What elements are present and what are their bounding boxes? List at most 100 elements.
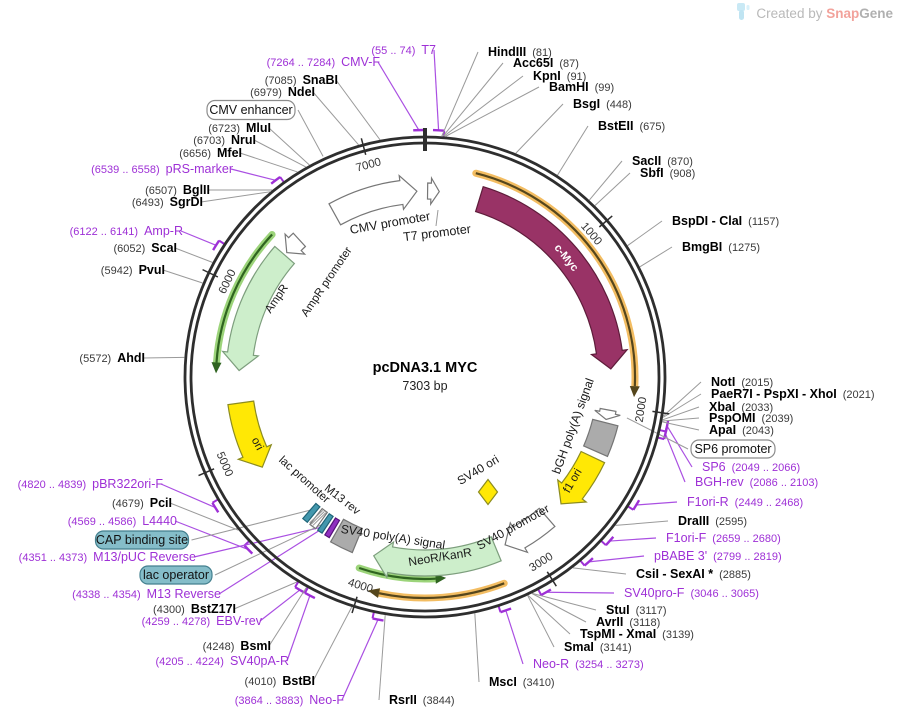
primer-mark-prs-marker bbox=[270, 176, 285, 185]
leader-line-sv40pa-r bbox=[286, 595, 311, 662]
leader-line-hindiii bbox=[441, 51, 479, 137]
orf-ampr-rev bbox=[211, 231, 276, 374]
site-label-bamhi: BamHI(99) bbox=[549, 80, 614, 94]
leader-line-snabi bbox=[335, 79, 381, 141]
site-label-snabi: (7085)SnaBI bbox=[265, 73, 338, 87]
leader-line-sgrdi bbox=[200, 191, 271, 203]
tick-label-3000: 3000 bbox=[527, 551, 555, 575]
leader-line-rsrii bbox=[378, 615, 386, 701]
feature-t7-promoter bbox=[426, 175, 440, 207]
tick-2000 bbox=[652, 410, 670, 415]
site-label-bstz17i: (4300)BstZ17I bbox=[153, 602, 236, 616]
tick-6000 bbox=[202, 268, 219, 278]
site-label-bmgbi: BmgBI(1275) bbox=[682, 240, 760, 254]
site-label-sacii: SacII(870) bbox=[632, 154, 693, 168]
orf-cmyc-fwd bbox=[472, 169, 640, 398]
leader-line-cap-binding-site bbox=[191, 508, 315, 541]
site-label-ndei: (6979)NdeI bbox=[250, 85, 315, 99]
feature-lac-promoter-site bbox=[309, 507, 329, 530]
leader-line-sp6-primer bbox=[666, 425, 693, 468]
leader-lines bbox=[142, 49, 702, 701]
tick-5000 bbox=[198, 468, 215, 477]
leader-line-noti bbox=[662, 381, 702, 417]
site-label-avrii: AvrII(3118) bbox=[596, 615, 660, 629]
hatch-line bbox=[312, 512, 327, 526]
leader-line-csii-sexai bbox=[572, 567, 627, 575]
site-label-msci: MscI(3410) bbox=[489, 675, 555, 689]
primer-mark-pbr322ori-f bbox=[211, 498, 220, 513]
plasmid-name: pcDNA3.1 MYC bbox=[373, 360, 478, 376]
site-label-pspomi: PspOMI(2039) bbox=[709, 411, 793, 425]
site-label-sbfi: SbfI(908) bbox=[640, 166, 695, 180]
feature-lac-operator-site bbox=[316, 512, 334, 534]
leader-line-cmv-f bbox=[377, 61, 420, 131]
tick-3000 bbox=[546, 571, 557, 587]
boxed-label-text-sp6-promoter-box: SP6 promoter bbox=[694, 442, 771, 456]
boxed-label-text-cmv-enhancer: CMV enhancer bbox=[209, 103, 292, 117]
leader-line-amp-r bbox=[180, 230, 217, 246]
leader-line-lac-operator bbox=[214, 520, 331, 576]
site-label-smai: SmaI(3141) bbox=[564, 640, 632, 654]
site-label-paer7i-pspxi-xhoi: PaeR7I - PspXI - XhoI(2021) bbox=[711, 387, 875, 401]
site-label-mlui: (6723)MluI bbox=[208, 121, 271, 135]
site-label-amp-r: (6122 .. 6141)Amp-R bbox=[70, 224, 183, 238]
leader-line-m13-puc-reverse bbox=[193, 527, 320, 558]
leader-line-bsteii bbox=[557, 125, 589, 176]
site-label-scai: (6052)ScaI bbox=[113, 241, 177, 255]
primer-mark-cmv-f bbox=[413, 128, 426, 137]
feature-sv40-promoter bbox=[504, 507, 556, 554]
primer-mark-sv40pa-r bbox=[304, 587, 316, 600]
ampr-promoter-label: AmpR promoter bbox=[299, 245, 354, 319]
site-label-apai: ApaI(2043) bbox=[709, 423, 774, 437]
watermark-brand-snap: Snap bbox=[826, 5, 860, 21]
tick-1000 bbox=[598, 215, 613, 228]
site-label-pcii: (4679)PciI bbox=[112, 496, 172, 510]
site-label-neo-f: (3864 .. 3883)Neo-F bbox=[235, 693, 345, 707]
site-label-draiii: DraIII(2595) bbox=[678, 514, 747, 528]
site-label-l4440: (4569 .. 4586)L4440 bbox=[68, 514, 177, 528]
primer-mark-neo-f bbox=[371, 612, 384, 622]
site-label-m13-reverse: (4338 .. 4354)M13 Reverse bbox=[72, 587, 221, 601]
lac-promoter-label: lac promoter bbox=[276, 454, 332, 506]
site-label-m13-puc-reverse: (4351 .. 4373)M13/pUC Reverse bbox=[19, 550, 196, 564]
boxed-label-cap-binding-site: CAP binding site bbox=[94, 530, 190, 550]
leader-line-kpni bbox=[443, 75, 524, 137]
feature-sv40-polya-signal bbox=[329, 518, 363, 554]
site-label-t7-primer: (55 .. 74)T7 bbox=[371, 43, 436, 57]
orf-arrows bbox=[211, 169, 640, 602]
leader-line-bspdi-clai bbox=[627, 220, 663, 246]
leader-line-neo-f bbox=[341, 619, 379, 701]
primer-mark-amp-r bbox=[212, 239, 225, 251]
orf-cmyc-fwd-head bbox=[629, 385, 640, 398]
boxed-label-lac-operator: lac operator bbox=[139, 565, 213, 585]
primer-mark-f1ori-r bbox=[627, 499, 641, 511]
site-label-noti: NotI(2015) bbox=[711, 375, 773, 389]
snapgene-icon bbox=[737, 3, 750, 20]
site-label-acc65i: Acc65I(87) bbox=[513, 56, 579, 70]
orf-ampr-rev-head bbox=[211, 362, 222, 374]
boxed-label-text-cap-binding-site: CAP binding site bbox=[96, 533, 188, 547]
leader-line-ndei bbox=[312, 91, 359, 146]
watermark-created-by: Created by bbox=[756, 5, 827, 21]
feature-f1-ori bbox=[556, 450, 606, 505]
feature-cap-binding-site-box bbox=[301, 502, 321, 524]
site-label-sgrdi: (6493)SgrDI bbox=[132, 195, 203, 209]
site-label-ahdi: (5572)AhdI bbox=[79, 351, 145, 365]
leader-line-bstbi bbox=[312, 606, 353, 682]
leader-line-sv40pro-f bbox=[546, 591, 615, 594]
leader-line-xbai bbox=[662, 406, 700, 421]
site-label-bsteii: BstEII(675) bbox=[598, 119, 665, 133]
leader-line-avrii bbox=[531, 593, 587, 623]
orf-neo-fwd-head bbox=[367, 588, 381, 599]
site-label-bstbi: (4010)BstBI bbox=[245, 674, 315, 688]
site-label-ebv-rev: (4259 .. 4278)EBV-rev bbox=[142, 614, 263, 628]
leader-line-pvui bbox=[162, 269, 203, 284]
leader-line-ahdi bbox=[142, 356, 185, 359]
connector-line-0 bbox=[435, 209, 439, 227]
leader-line-bsgi bbox=[515, 103, 564, 154]
leader-line-tspmi-xmai bbox=[527, 595, 571, 635]
feature-bgh-polya-signal bbox=[582, 418, 619, 458]
feature-ampr-promoter bbox=[284, 232, 307, 255]
primer-mark-sv40pro-f bbox=[537, 588, 552, 597]
